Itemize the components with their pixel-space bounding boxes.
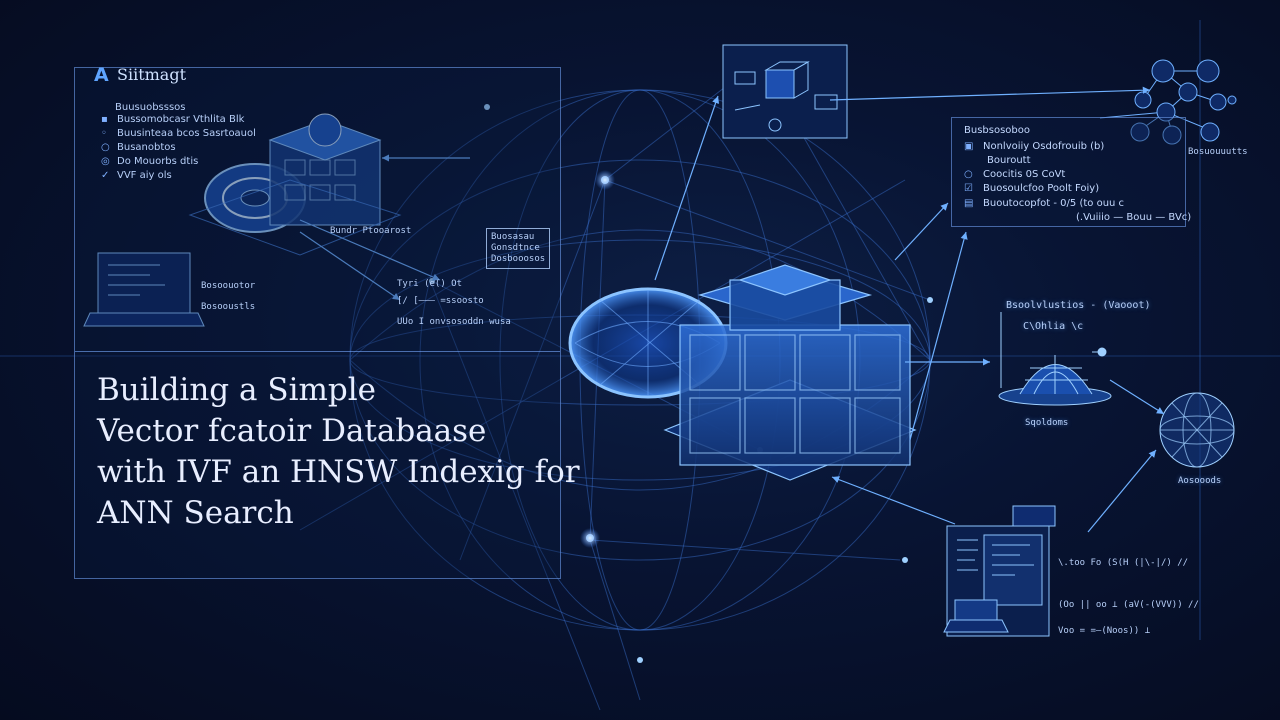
- sphere-icon: [1159, 392, 1235, 468]
- dome-caption: Sqoldoms: [1025, 418, 1069, 428]
- checkbox-icon: ▤: [964, 198, 974, 209]
- checkbox-icon: ▣: [964, 141, 974, 152]
- menu-item[interactable]: ◎Do Mouorbs dtis: [101, 156, 199, 167]
- code-panel-icon: [943, 505, 1056, 637]
- overview-panel: A Siitmagt Buusuobsssos ▪Bussomobcasr Vt…: [74, 64, 580, 579]
- list-icon: ▪: [101, 114, 108, 125]
- option-subitem: Bouroutt: [987, 155, 1031, 166]
- callout-box: Buosasau Gonsdtnce Dosbooosos: [486, 228, 551, 269]
- index-cube-icon: [268, 113, 382, 226]
- formula-text: UUo I onvsosoddn wusa: [397, 317, 511, 327]
- options-heading: Busbsosoboo: [964, 125, 1030, 136]
- database-stack-icon: [663, 264, 917, 481]
- option-item[interactable]: ▣Nonlvoiiy Osdofrouib (b): [964, 141, 1105, 152]
- menu-item[interactable]: ✓VVF aiy ols: [101, 170, 172, 181]
- sphere-caption: Aosooods: [1178, 476, 1222, 486]
- laptop-label: Bosoouotor: [201, 281, 256, 291]
- gear-icon: ◦: [101, 128, 107, 139]
- option-item[interactable]: ▤Buoutocopfot - 0/5 (to ouu c: [964, 198, 1125, 209]
- radio-icon: ○: [964, 169, 973, 180]
- page-title: Building a Simple Vector fcatoir Databaa…: [97, 372, 580, 531]
- options-panel: Busbsosoboo ▣Nonlvoiiy Osdofrouib (b) Bo…: [951, 117, 1191, 227]
- dome-subtitle: C\Ohlia \c: [1023, 321, 1084, 332]
- logo-icon: A: [94, 64, 109, 86]
- formula-text: [/ [——— =ssoosto: [397, 296, 484, 306]
- menu-item[interactable]: ◦Buusinteaa bcos Sasrtoauol: [101, 128, 256, 139]
- node-graph-icon: [1099, 59, 1237, 145]
- graph-caption: Bosuouuutts: [1188, 147, 1248, 157]
- platform-icon: [188, 179, 402, 256]
- option-note: (.Vuiiio — Bouu — BVc): [1076, 212, 1192, 223]
- laptop-icon: [83, 252, 205, 327]
- app-title: Siitmagt: [117, 65, 187, 84]
- formula-text: (Oo || oo ⊥ (aV(-(VVV)) //: [1058, 600, 1199, 610]
- menu-heading: Buusuobsssos: [115, 102, 186, 113]
- check-icon: ◎: [101, 156, 110, 167]
- checkbox-icon: ☑: [964, 183, 973, 194]
- menu-item[interactable]: ○Busanobtos: [101, 142, 176, 153]
- option-item[interactable]: ○Coocitis 0S CoVt: [964, 169, 1066, 180]
- formula-text: Voo = =—(Noos)) ⊥: [1058, 626, 1151, 636]
- formula-text: Tyri (e() Ot: [397, 279, 463, 289]
- panel-divider: [75, 351, 560, 352]
- option-item[interactable]: ☑Buosoulcfoo Poolt Foiy): [964, 183, 1100, 194]
- dome-icon: [998, 312, 1112, 406]
- dome-title: Bsoolvlustios - (Vaooot): [1006, 300, 1151, 311]
- check-icon: ✓: [101, 170, 110, 181]
- formula-text: \.too Fo (S(H (|\-|/) //: [1058, 558, 1189, 568]
- circle-icon: ○: [101, 142, 110, 153]
- menu-item[interactable]: ▪Bussomobcasr Vthlita Blk: [101, 114, 245, 125]
- arrow-label: Bundr Ptooarost: [330, 226, 412, 236]
- cube-diagram-panel-icon: [722, 44, 848, 139]
- laptop-label: Bosooustls: [201, 302, 256, 312]
